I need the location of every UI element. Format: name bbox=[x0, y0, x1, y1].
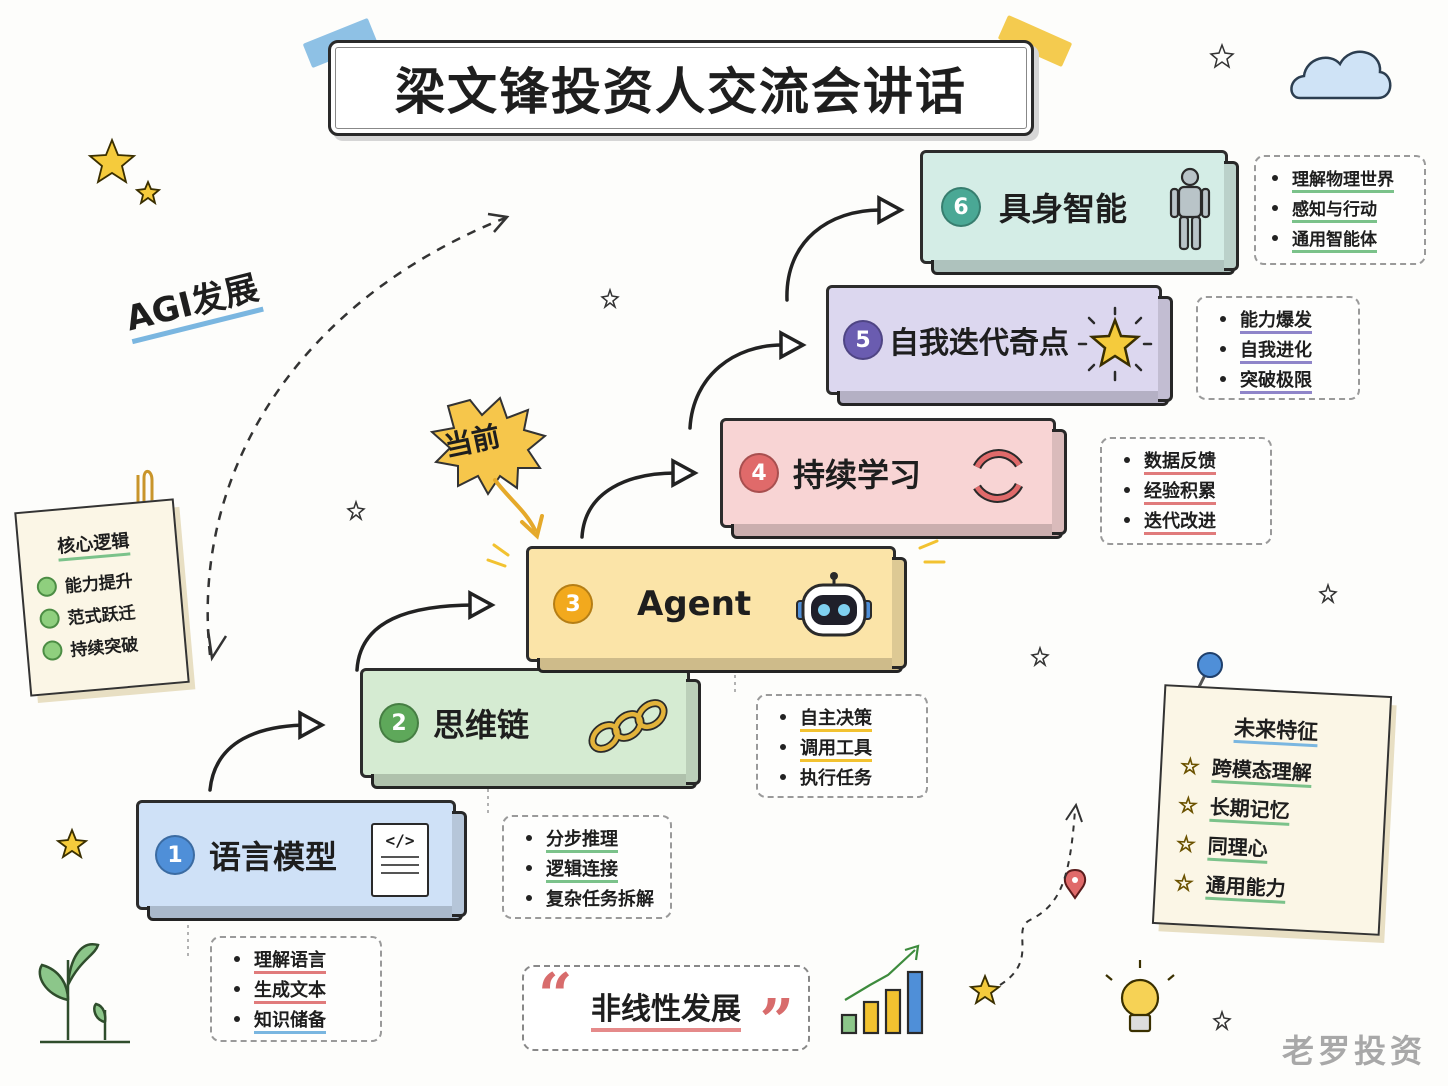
list-item: 复杂任务拆解 bbox=[516, 885, 656, 915]
step-3-agent: 3 Agent bbox=[526, 546, 896, 662]
star-icon: ☆ bbox=[1175, 832, 1197, 859]
step-5-bullets: 能力爆发 自我进化 突破极限 bbox=[1196, 296, 1360, 400]
chain-link-icon bbox=[588, 699, 668, 753]
star-icon: ☆ bbox=[1177, 793, 1199, 820]
current-label: 当前 bbox=[441, 419, 504, 464]
star-icon: ☆ bbox=[1173, 870, 1195, 897]
arrow-4-5 bbox=[688, 343, 784, 430]
list-item: 执行任务 bbox=[770, 764, 912, 794]
refresh-cycle-icon bbox=[972, 449, 1024, 503]
step-3-bullets: 自主决策 调用工具 执行任务 bbox=[756, 694, 928, 798]
humanoid-icon bbox=[1169, 167, 1211, 251]
list-item: 理解语言 bbox=[224, 946, 366, 976]
arrow-1-2 bbox=[208, 723, 312, 792]
step-2-label: 思维链 bbox=[433, 706, 530, 744]
list-item: 理解物理世界 bbox=[1268, 165, 1410, 195]
step-5-singularity: 5 自我迭代奇点 bbox=[826, 285, 1162, 395]
list-item: 通用智能体 bbox=[1268, 225, 1410, 255]
close-quote-icon: ” bbox=[759, 987, 794, 1057]
robot-icon bbox=[796, 572, 872, 637]
list-item: 自我进化 bbox=[1210, 336, 1344, 366]
step-1-bullets: 理解语言 生成文本 知识储备 bbox=[210, 936, 382, 1042]
future-title: 未来特征 bbox=[1182, 709, 1371, 749]
list-item: 知识储备 bbox=[224, 1006, 366, 1036]
step-1-label: 语言模型 bbox=[209, 838, 338, 876]
step-4-number: 4 bbox=[739, 453, 779, 493]
check-circle-icon bbox=[36, 575, 58, 598]
step-4-bullets: 数据反馈 经验积累 迭代改进 bbox=[1100, 437, 1272, 545]
step-6-bullets: 理解物理世界 感知与行动 通用智能体 bbox=[1254, 155, 1426, 265]
list-item: 迭代改进 bbox=[1114, 507, 1256, 537]
list-item: 经验积累 bbox=[1114, 477, 1256, 507]
check-circle-icon bbox=[38, 607, 61, 630]
list-item: 感知与行动 bbox=[1268, 195, 1410, 225]
arrow-2-3 bbox=[355, 603, 477, 672]
list-item: 生成文本 bbox=[224, 976, 366, 1006]
star-burst-icon bbox=[1077, 306, 1153, 382]
bar-chart-icon bbox=[840, 944, 924, 1035]
watermark: 老罗投资 bbox=[1282, 1032, 1427, 1070]
future-features-note: 未来特征 ☆跨模态理解 ☆长期记忆 ☆同理心 ☆通用能力 bbox=[1151, 684, 1393, 936]
star-icon: ☆ bbox=[1179, 754, 1201, 781]
arrow-3-4 bbox=[580, 471, 678, 539]
step-3-label: Agent bbox=[637, 584, 752, 624]
open-quote-icon: “ bbox=[538, 961, 573, 1031]
light-bulb-icon bbox=[1105, 960, 1175, 1033]
list-item: 突破极限 bbox=[1210, 366, 1344, 396]
step-4-label: 持续学习 bbox=[793, 456, 922, 494]
step-1-language-model: 1 语言模型 </> bbox=[136, 800, 456, 910]
list-item: 分步推理 bbox=[516, 825, 656, 855]
check-circle-icon bbox=[41, 639, 64, 662]
step-2-number: 2 bbox=[379, 703, 419, 743]
cloud-icon bbox=[1290, 50, 1392, 100]
step-6-number: 6 bbox=[941, 187, 981, 227]
list-item: 逻辑连接 bbox=[516, 855, 656, 885]
step-6-embodied-ai: 6 具身智能 bbox=[920, 150, 1228, 264]
document-code-icon: </> bbox=[371, 823, 429, 897]
list-item: 调用工具 bbox=[770, 734, 912, 764]
list-item: 能力爆发 bbox=[1210, 306, 1344, 336]
step-2-bullets: 分步推理 逻辑连接 复杂任务拆解 bbox=[502, 815, 672, 919]
step-3-number: 3 bbox=[553, 584, 593, 624]
quote-box: “ 非线性发展 ” bbox=[522, 961, 810, 1057]
core-logic-title: 核心逻辑 bbox=[56, 526, 131, 562]
step-2-chain-of-thought: 2 思维链 bbox=[360, 668, 690, 778]
quote-text: 非线性发展 bbox=[591, 984, 741, 1032]
location-pin-icon bbox=[1063, 868, 1087, 900]
step-6-label: 具身智能 bbox=[999, 190, 1128, 228]
page-title-banner: 梁文锋投资人交流会讲话 bbox=[328, 40, 1034, 136]
core-logic-note: 核心逻辑 能力提升 范式跃迁 持续突破 bbox=[14, 498, 190, 697]
step-5-label: 自我迭代奇点 bbox=[889, 326, 1069, 361]
step-5-number: 5 bbox=[843, 320, 883, 360]
page-title: 梁文锋投资人交流会讲话 bbox=[395, 63, 967, 121]
list-item: 数据反馈 bbox=[1114, 447, 1256, 477]
agi-label: AGI发展 bbox=[120, 260, 264, 345]
step-1-number: 1 bbox=[155, 835, 195, 875]
sprout-icon bbox=[38, 942, 130, 1044]
step-4-continual-learning: 4 持续学习 bbox=[720, 418, 1056, 528]
list-item: 自主决策 bbox=[770, 704, 912, 734]
